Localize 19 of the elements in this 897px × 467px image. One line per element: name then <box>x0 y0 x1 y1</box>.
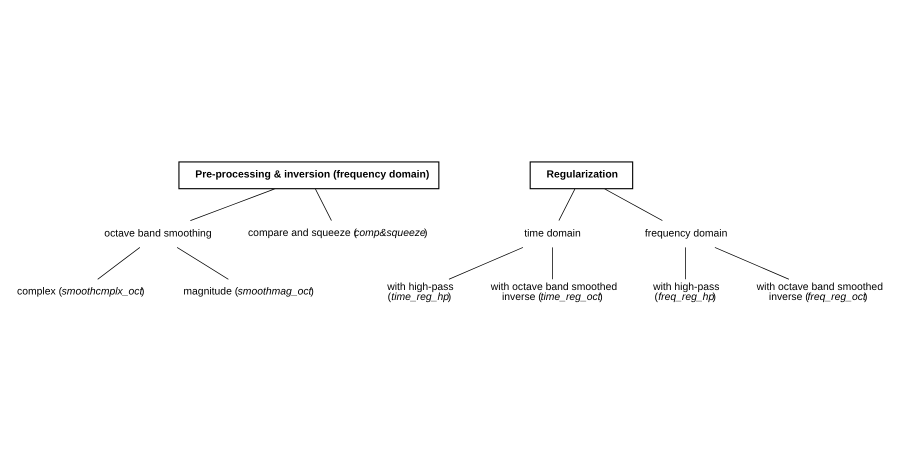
node-box: Regularization <box>530 160 634 189</box>
node-text: with high-pass (time_reg_hp) <box>387 281 454 303</box>
connector <box>558 188 576 220</box>
connector <box>552 246 553 280</box>
node-text: time domain <box>524 228 581 240</box>
connector <box>176 246 229 280</box>
connector <box>714 246 790 280</box>
node-text: with octave band smoothed inverse (time_reg_oct) <box>490 281 618 303</box>
node-text: complex (smoothcmplx_oct) <box>17 286 145 298</box>
connector <box>190 188 276 220</box>
connector <box>685 246 686 280</box>
node-text: frequency domain <box>644 228 728 240</box>
connector <box>97 246 140 280</box>
connector <box>314 188 332 220</box>
node-text: octave band smoothing <box>104 228 212 240</box>
connector <box>448 246 524 280</box>
node-box: Pre-processing & inversion (frequency domain) <box>178 160 440 189</box>
connector <box>604 188 663 220</box>
node-text: magnitude (smoothmag_oct) <box>183 286 314 298</box>
